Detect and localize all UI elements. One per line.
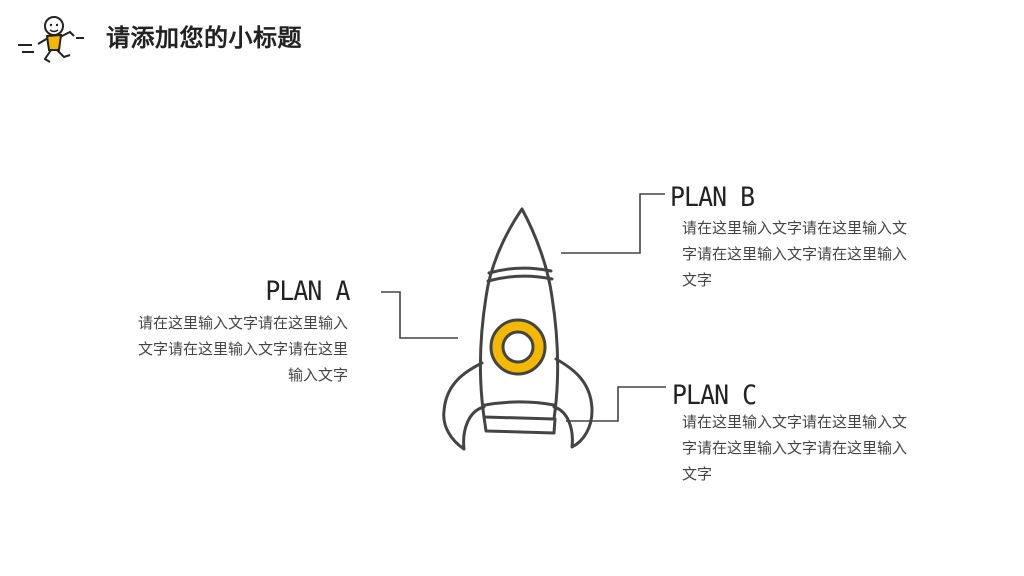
page-title: 请添加您的小标题 (106, 24, 302, 52)
rocket-icon (442, 207, 594, 451)
plan-b-heading: PLAN B (670, 182, 755, 213)
plan-a-text: 请在这里输入文字请在这里输入文字请在这里输入文字请在这里输入文字 (137, 314, 348, 384)
plan-c-heading: PLAN C (672, 380, 757, 411)
running-stick-figure-icon (18, 16, 84, 63)
plan-b-connector (561, 193, 665, 254)
plan-c-text: 请在这里输入文字请在这里输入文字请在这里输入文字请在这里输入文字 (682, 413, 908, 483)
plan-a-heading: PLAN A (265, 276, 351, 307)
plan-b-text: 请在这里输入文字请在这里输入文字请在这里输入文字请在这里输入文字 (682, 219, 908, 289)
plan-a-connector (381, 291, 458, 339)
